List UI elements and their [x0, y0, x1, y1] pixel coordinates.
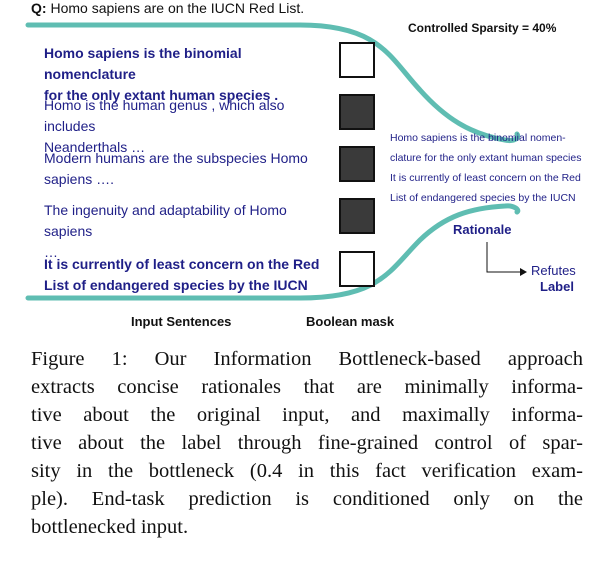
caption-line-2: extracts concise rationales that are min… [31, 376, 583, 398]
prediction-value: Refutes [531, 263, 576, 278]
mask-cell-1 [339, 42, 375, 78]
mask-cell-2 [339, 94, 375, 130]
rationale-line-1: Homo sapiens is the binomial nomen- [390, 132, 566, 144]
caption-line-4: tive about the label through fine-graine… [31, 432, 583, 454]
bottleneck-funnel-graphic [25, 22, 527, 301]
caption-line-5: sity in the bottleneck (0.4 in this fact… [31, 460, 583, 482]
funnel-top-curve [25, 22, 521, 143]
mask-cell-5 [339, 251, 375, 287]
sparsity-label: Controlled Sparsity = 40% [408, 21, 557, 35]
boolean-mask-caption: Boolean mask [306, 314, 395, 329]
mask-cell-3 [339, 146, 375, 182]
question-text: Q: Homo sapiens are on the IUCN Red List… [31, 0, 305, 16]
rationale-line-2: clature for the only extant human specie… [390, 152, 582, 164]
sentence-1: Homo sapiens is the binomial nomenclatur… [44, 45, 279, 103]
sentence-2: Homo is the human genus , which also inc… [44, 97, 285, 155]
caption-line-1: Figure 1: Our Information Bottleneck-bas… [31, 348, 583, 370]
figure-caption: Figure 1: Our Information Bottleneck-bas… [31, 345, 583, 541]
caption-line-6: ple). End-task prediction is conditioned… [31, 488, 583, 510]
rationale-line-3: It is currently of least concern on the … [390, 172, 581, 184]
caption-line-7: bottlenecked input. [31, 516, 189, 538]
arrow-head [520, 268, 527, 276]
caption-line-3: tive about the original input, and maxim… [31, 404, 583, 426]
input-sentences-caption: Input Sentences [131, 314, 232, 329]
sentence-4: The ingenuity and adaptability of Homo s… [44, 202, 287, 260]
rationale-to-label-arrow [486, 242, 520, 273]
rationale-line-4: List of endangered species by the IUCN [390, 192, 576, 204]
sentence-5: It is currently of least concern on the … [44, 256, 320, 293]
mask-cell-4 [339, 198, 375, 234]
prediction-label: Label [540, 279, 574, 294]
rationale-title: Rationale [453, 222, 512, 237]
funnel-bottom-curve [25, 203, 521, 301]
